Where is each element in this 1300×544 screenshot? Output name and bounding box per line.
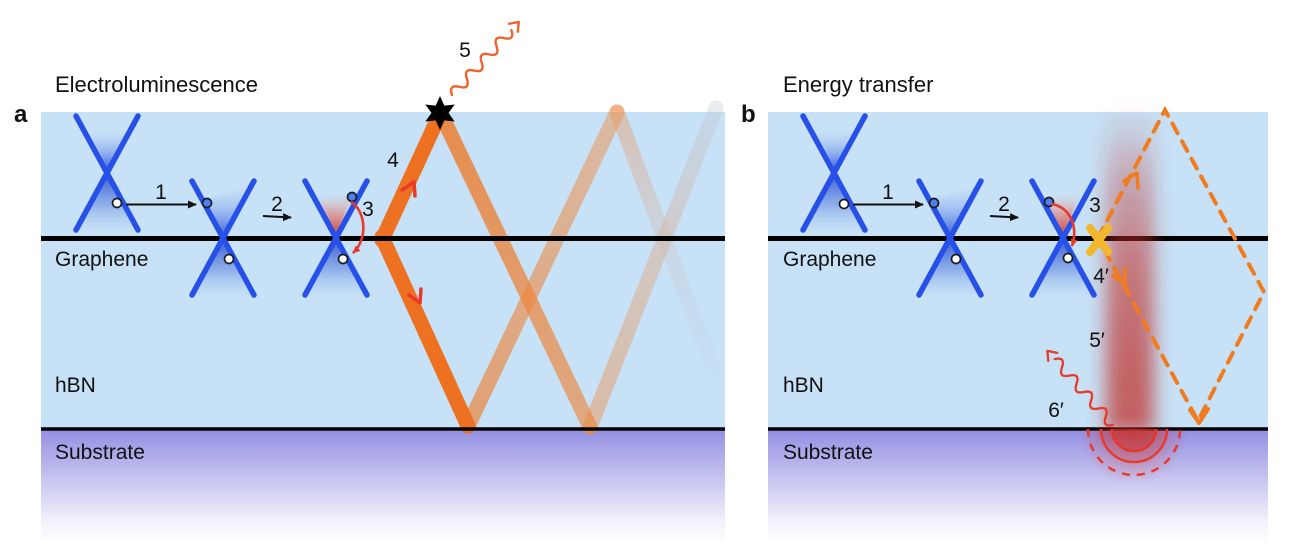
relaxation-arrow (1050, 202, 1078, 247)
electron-dot (928, 197, 940, 209)
blocked-emission-x-icon (1086, 224, 1112, 256)
suppressed-ray-dashed-diamond (1095, 105, 1267, 426)
cone-electron-wedge (88, 130, 128, 171)
step1-label-a: 1 (155, 181, 167, 204)
electron-dot (346, 191, 358, 203)
step2-label-a: 2 (271, 193, 283, 216)
step5-label-b: 5′ (1089, 329, 1105, 352)
ray-segment-3 (433, 106, 598, 435)
dirac-cone-2-a (189, 178, 257, 298)
hbn-label-a: hBN (55, 374, 96, 397)
panel-letter-b: b (741, 101, 756, 128)
substrate-photon-arrow-icon (1046, 349, 1115, 427)
ripple-arc-2 (1099, 428, 1169, 464)
electron-dot (111, 197, 123, 209)
hole-dot (223, 253, 235, 265)
cone-hole-fill (1033, 238, 1093, 296)
phonon-polariton-ray-a (374, 100, 724, 435)
hole-dot (1062, 252, 1074, 264)
panel-title-a: Electroluminescence (55, 72, 258, 97)
relaxation-arrow (350, 200, 365, 254)
hole-dot (337, 253, 349, 265)
dirac-cone-3-a (302, 178, 370, 298)
cone-hole-fill (193, 238, 253, 296)
emission-star-icon (425, 96, 455, 130)
step4-label-b: 4′ (1093, 265, 1109, 288)
step2-label-b: 2 (998, 193, 1010, 216)
step3-label-b: 3 (1089, 194, 1101, 217)
panel-b: b Energy transfer Graphene hBN Substrate… (741, 72, 1268, 544)
cone-hole-fill (920, 238, 980, 296)
step5-label-a: 5 (459, 39, 471, 62)
cone-hole-fill (306, 238, 366, 296)
cone-electron-wedge (932, 186, 978, 238)
energy-transfer-column (1106, 108, 1154, 432)
substrate-label-b: Substrate (783, 441, 873, 464)
ray-segment-up (374, 106, 448, 248)
ray-segment-4 (460, 104, 625, 434)
substrate-label-a: Substrate (55, 441, 145, 464)
ray-direction-chevron-down (407, 287, 423, 305)
hbn-label-b: hBN (783, 374, 824, 397)
electron-dot (201, 197, 213, 209)
hot-carrier-wedge (318, 194, 353, 238)
step3-label-a: 3 (362, 198, 374, 221)
substrate-layer-b (768, 429, 1268, 544)
dirac-cone-1-a (73, 113, 141, 233)
substrate-absorption-glow (1078, 429, 1188, 484)
dirac-cone-1-b (800, 113, 868, 233)
into-substrate-arrowhead (1188, 407, 1210, 425)
dashed-ray-chevron-down (1111, 267, 1127, 286)
step1-label-b: 1 (882, 181, 894, 204)
hole-dot (950, 253, 962, 265)
photon-arrow-icon (449, 20, 520, 97)
electron-dot (838, 198, 850, 210)
graphene-label-b: Graphene (783, 248, 876, 271)
ripple-arc-1 (1110, 428, 1158, 453)
step2-arrow-a (262, 213, 292, 222)
step6-label-b: 6′ (1048, 399, 1064, 422)
panel-letter-a: a (14, 101, 28, 128)
graphene-label-a: Graphene (55, 248, 148, 271)
dirac-cone-2-b (916, 178, 984, 298)
substrate-layer-a (41, 429, 725, 544)
ray-segment-down (374, 229, 476, 434)
panel-title-b: Energy transfer (783, 72, 933, 97)
cone-electron-wedge (205, 186, 251, 238)
ripple-arc-dashed (1086, 428, 1182, 477)
cone-hole-fill (77, 172, 137, 231)
panel-a: a Electroluminescence Graphene hBN Subst… (14, 20, 725, 544)
cone-hole-fill (804, 172, 864, 231)
step4-label-a: 4 (387, 149, 399, 172)
dirac-cone-3-b (1029, 178, 1097, 298)
ray-direction-chevron-up (400, 180, 417, 198)
hbn-layer-b (768, 112, 1268, 429)
dashed-ray-chevron-up (1122, 171, 1140, 190)
step2-arrow-b (989, 213, 1019, 222)
cone-electron-wedge (815, 130, 855, 171)
ray-segment-faded-up (582, 100, 724, 435)
